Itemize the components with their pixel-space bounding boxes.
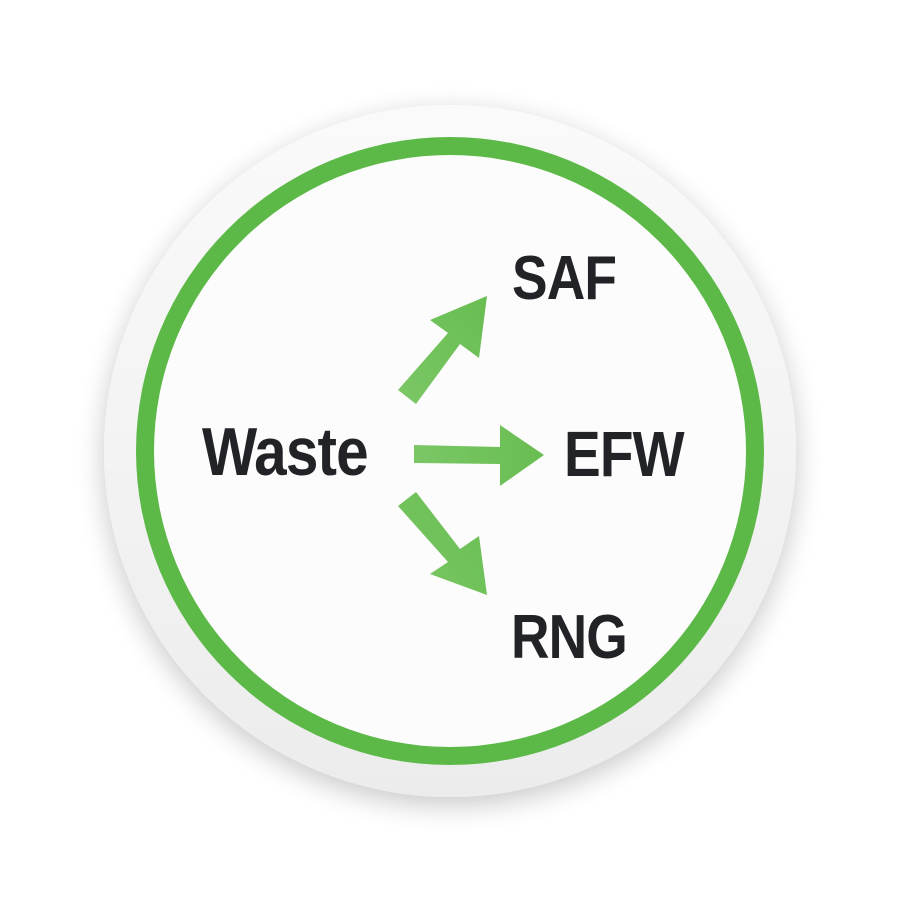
target-label-rng: RNG <box>511 603 628 672</box>
target-label-saf: SAF <box>512 244 617 313</box>
arrow-right-icon <box>414 425 544 486</box>
arrow-down-right-icon <box>398 492 487 595</box>
target-label-efw: EFW <box>564 418 685 490</box>
source-label: Waste <box>202 414 369 490</box>
arrow-up-right-icon <box>398 296 487 404</box>
